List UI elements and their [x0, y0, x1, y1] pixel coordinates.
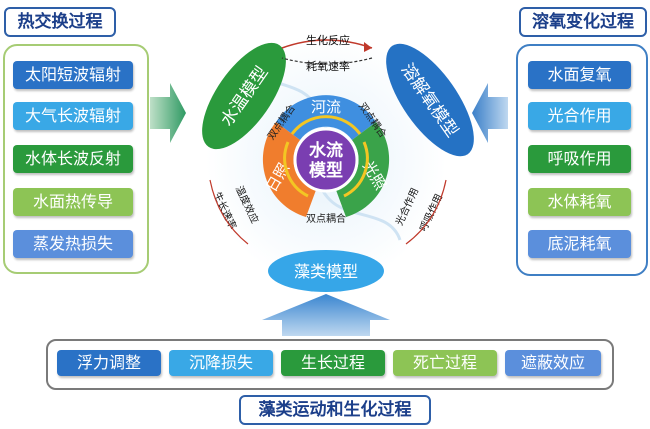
inner-arrow-left — [283, 141, 309, 198]
bottom-big-arrow — [262, 294, 390, 336]
top-upper-arrow — [281, 39, 373, 49]
left-item-water-reflection[interactable]: 水体长波反射 — [13, 145, 133, 173]
segment-river-label: 河流 — [311, 98, 341, 116]
bottom-item-buoyancy[interactable]: 浮力调整 — [57, 350, 161, 376]
algae-model[interactable] — [268, 250, 384, 292]
outer-left-arrow — [209, 179, 249, 245]
top-upper-arrowhead — [364, 42, 372, 52]
bottom-panel-title: 藻类运动和生化过程 — [239, 395, 431, 425]
right-item-water-consumption[interactable]: 水体耗氧 — [528, 188, 631, 216]
right-big-arrow — [472, 83, 508, 143]
left-item-heat-conduction[interactable]: 水面热传导 — [13, 188, 133, 216]
bottom-item-shading[interactable]: 遮蔽效应 — [505, 350, 601, 376]
left-item-evaporation[interactable]: 蒸发热损失 — [13, 230, 133, 258]
algae-model-label: 藻类模型 — [294, 262, 358, 281]
left-panel-title: 热交换过程 — [4, 7, 116, 37]
bottom-item-growth[interactable]: 生长过程 — [281, 350, 385, 376]
right-item-photosynthesis[interactable]: 光合作用 — [528, 102, 631, 130]
inner-bottom-label: 双点耦合 — [306, 212, 346, 225]
bottom-item-settling[interactable]: 沉降损失 — [169, 350, 273, 376]
right-panel-title: 溶氧变化过程 — [519, 7, 647, 37]
inner-arrow-right — [343, 141, 369, 198]
left-big-arrow — [150, 83, 186, 143]
dissolved-oxygen-model[interactable] — [370, 30, 490, 169]
right-item-respiration[interactable]: 呼吸作用 — [528, 145, 631, 173]
core-flow-model[interactable] — [293, 127, 359, 193]
right-item-sediment-consumption[interactable]: 底泥耗氧 — [528, 230, 631, 258]
core-line-1: 水流 — [309, 140, 343, 161]
top-lower-label: 耗氧速率 — [306, 59, 350, 73]
core-line-2: 模型 — [309, 160, 343, 181]
left-item-solar[interactable]: 太阳短波辐射 — [13, 61, 133, 89]
top-upper-label: 生化反应 — [306, 33, 350, 47]
right-item-reaeration[interactable]: 水面复氧 — [528, 61, 631, 89]
left-item-atmospheric[interactable]: 大气长波辐射 — [13, 102, 133, 130]
outer-right-arrow — [405, 179, 447, 245]
water-temp-model[interactable] — [186, 30, 301, 163]
bottom-item-death[interactable]: 死亡过程 — [393, 350, 497, 376]
inner-arrow-top — [290, 115, 362, 135]
top-lower-arrow — [281, 57, 373, 65]
